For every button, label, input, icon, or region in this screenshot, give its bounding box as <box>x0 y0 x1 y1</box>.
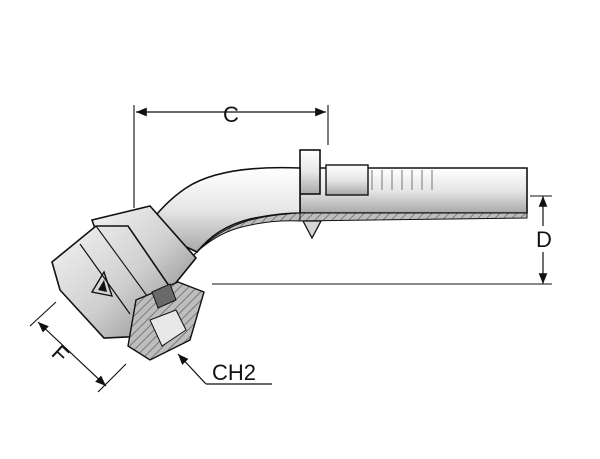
dimension-f-label: F <box>47 340 74 367</box>
extension-lines <box>29 105 552 393</box>
dimension-ch2-label: CH2 <box>212 360 256 385</box>
triangle-logo-icon <box>90 270 114 297</box>
tube-collar <box>299 149 369 240</box>
dimension-d: D <box>533 196 555 284</box>
dimension-f: F <box>37 321 107 387</box>
dimension-ch2: CH2 <box>177 353 272 385</box>
dimension-d-label: D <box>536 227 552 252</box>
dimension-c-label: C <box>223 102 239 127</box>
dimension-c: C <box>136 102 326 127</box>
swivel-nut <box>51 205 205 361</box>
